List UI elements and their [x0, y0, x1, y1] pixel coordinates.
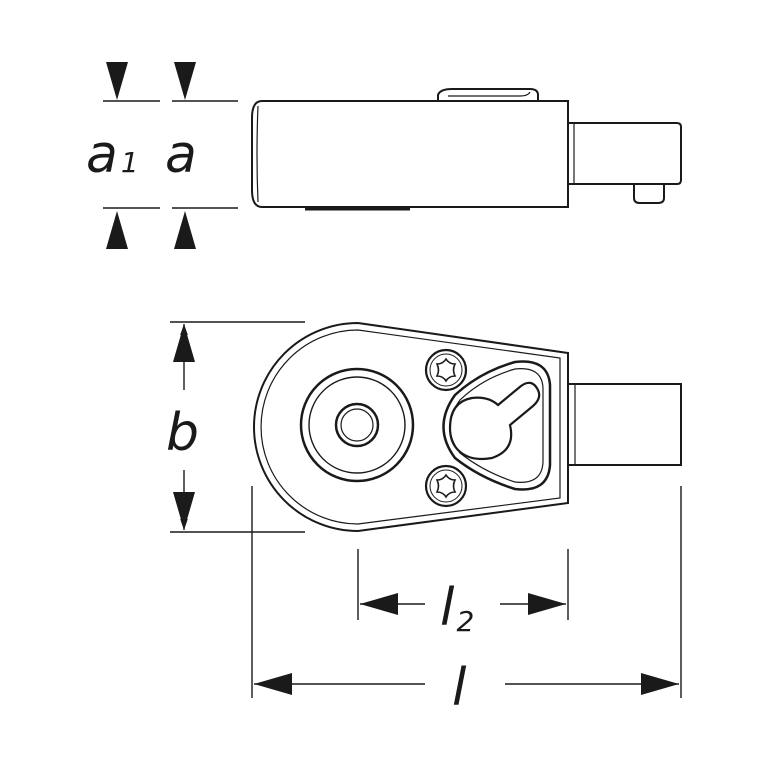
gear-hole: [334, 402, 380, 448]
ratchet-gear: [299, 367, 415, 483]
a1-top-arrow: [106, 62, 128, 100]
dimension-a-lines: [103, 100, 238, 209]
dimension-l-arrowheads: [254, 673, 679, 695]
top-view-body-inner: [260, 329, 561, 525]
gear-outer-ring: [299, 367, 415, 483]
dimension-l-label: l: [452, 658, 467, 718]
lever-keyhole-slot: [448, 381, 541, 461]
dimension-l2-label: l2: [440, 578, 474, 638]
side-view-lever-line: [448, 91, 531, 97]
dimension-a-arrows: [106, 62, 196, 249]
side-view-inner-edge: [256, 105, 259, 203]
dimension-b-arrowheads: [173, 324, 195, 530]
dimension-l2-arrowheads: [360, 593, 566, 615]
side-view-square-drive: [568, 122, 682, 185]
side-view: [251, 88, 682, 211]
side-view-detent-ball: [633, 184, 665, 204]
top-view-square-drive: [568, 383, 682, 466]
gear-hole-inner: [340, 408, 374, 442]
torx-screw-bottom: [424, 464, 468, 508]
side-view-head: [251, 100, 569, 208]
dimension-a-label: a: [165, 125, 197, 185]
reversing-lever: [442, 360, 552, 491]
lever-housing: [442, 360, 552, 491]
extension-lines: [251, 486, 682, 698]
top-view-body: [253, 321, 569, 533]
a-bottom-arrow: [174, 211, 196, 249]
torx-star-icon: [435, 357, 457, 383]
a1-bottom-arrow: [106, 211, 128, 249]
side-view-lever: [437, 88, 539, 101]
dimension-b-label: b: [166, 403, 199, 463]
a-top-arrow: [174, 62, 196, 100]
torx-star-icon: [435, 473, 457, 499]
torx-screw-top: [424, 348, 468, 392]
top-view: [253, 321, 682, 533]
gear-inner-ring: [308, 376, 406, 474]
